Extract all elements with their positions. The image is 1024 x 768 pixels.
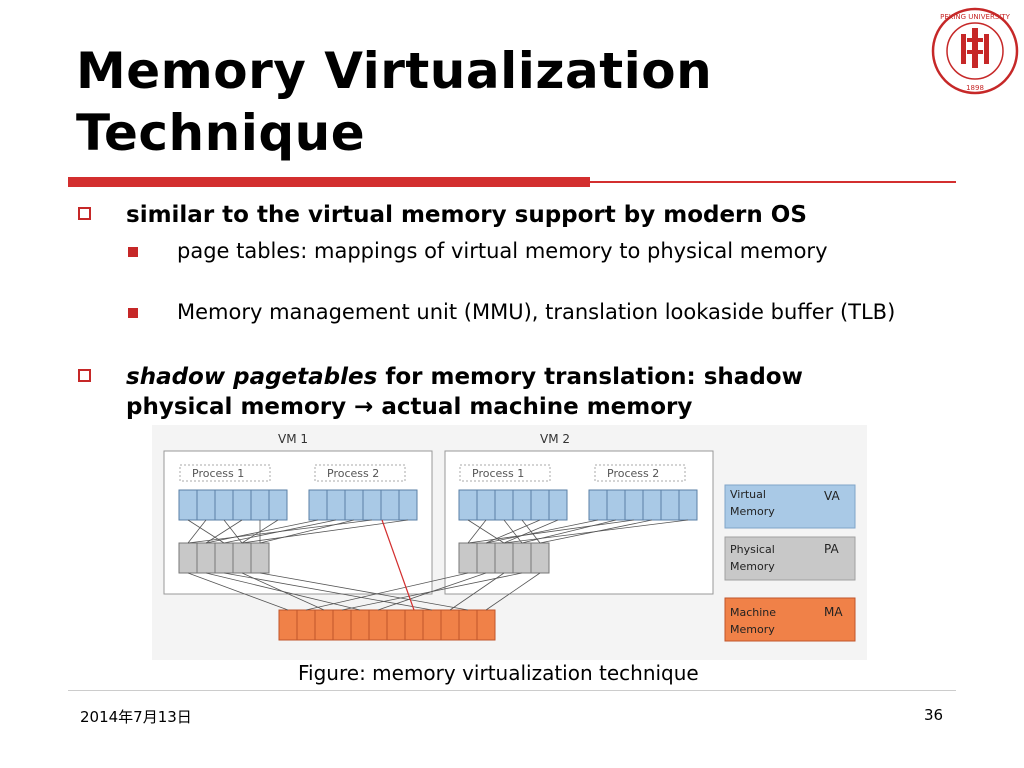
vm2-process1-label: Process 1 [472, 467, 524, 480]
vm2-process2-label: Process 2 [607, 467, 659, 480]
peking-university-logo: PEKING UNIVERSITY 1898 [931, 7, 1019, 95]
slide-title-line1: Memory Virtualization [76, 42, 713, 100]
bullet-1: similar to the virtual memory support by… [78, 200, 978, 230]
memory-virtualization-diagram: VM 1 VM 2 Process 1 Process 2 Process 1 … [152, 425, 867, 660]
slide-title-line2: Technique [76, 104, 366, 162]
filled-square-bullet-icon [128, 308, 138, 318]
bullet-2: shadow pagetables for memory translation… [78, 362, 978, 424]
vm2-label: VM 2 [540, 432, 570, 446]
filled-square-bullet-icon [128, 247, 138, 257]
figure-caption: Figure: memory virtualization technique [298, 661, 699, 685]
svg-text:Memory: Memory [730, 560, 775, 573]
vm1-label: VM 1 [278, 432, 308, 446]
vm1-process1-label: Process 1 [192, 467, 244, 480]
legend-machine: Machine Memory MA [724, 597, 856, 642]
hollow-square-bullet-icon [78, 207, 91, 220]
logo-year: 1898 [966, 84, 984, 92]
sub-bullet-2: Memory management unit (MMU), translatio… [128, 299, 895, 355]
svg-text:PA: PA [824, 542, 839, 556]
sub-bullet-2-text: Memory management unit (MMU), translatio… [177, 300, 896, 324]
legend-virtual: Virtual Memory VA [724, 484, 856, 529]
bullet-2-line2: physical memory → actual machine memory [126, 394, 693, 420]
svg-text:Memory: Memory [730, 505, 775, 518]
title-rule-thick [68, 177, 590, 187]
bullet-1-text: similar to the virtual memory support by… [126, 202, 807, 228]
hollow-square-bullet-icon [78, 369, 91, 382]
svg-text:VA: VA [824, 489, 840, 503]
sub-bullet-1: page tables: mappings of virtual memory … [128, 238, 888, 294]
title-rule-thin [590, 181, 956, 183]
svg-text:Physical: Physical [730, 543, 775, 556]
sub-bullet-1-text: page tables: mappings of virtual memory … [177, 239, 828, 263]
svg-text:Memory: Memory [730, 623, 775, 636]
svg-text:Machine: Machine [730, 606, 776, 619]
footer-date: 2014年7月13日 [80, 708, 192, 726]
shadow-mapping-arrow [381, 519, 415, 611]
logo-text: PEKING UNIVERSITY [940, 13, 1010, 21]
bullet-2-italic: shadow pagetables [126, 364, 378, 390]
legend-physical: Physical Memory PA [724, 536, 856, 581]
vm1-process2-label: Process 2 [327, 467, 379, 480]
bullet-2-text: shadow pagetables for memory translation… [126, 362, 968, 422]
svg-text:MA: MA [824, 605, 843, 619]
slide-title: Memory Virtualization Technique [76, 40, 896, 164]
footer-rule [68, 690, 956, 691]
bullet-2-rest: for memory translation: shadow [377, 364, 803, 390]
svg-text:Virtual: Virtual [730, 488, 766, 501]
slide-number: 36 [924, 706, 944, 724]
